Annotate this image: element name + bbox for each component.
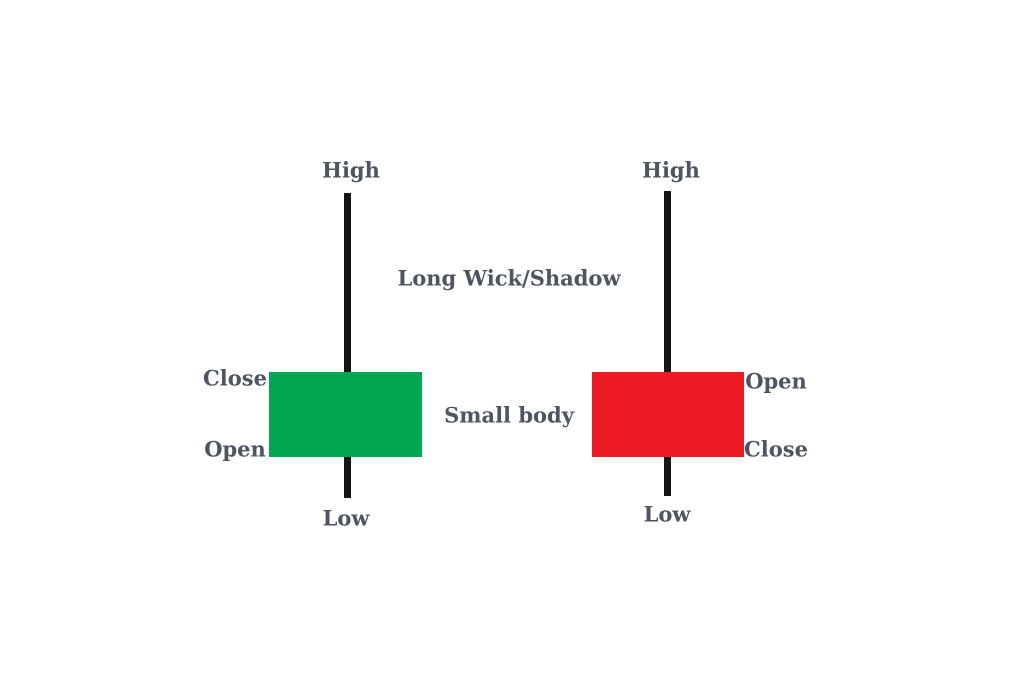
bullish-wick bbox=[344, 193, 351, 498]
bearish-low-label: Low bbox=[643, 501, 691, 527]
bearish-open-label: Open bbox=[745, 368, 807, 394]
long-wick-annotation: Long Wick/Shadow bbox=[397, 265, 621, 291]
bearish-wick bbox=[664, 191, 671, 496]
bullish-open-label: Open bbox=[204, 436, 266, 462]
bullish-body bbox=[269, 372, 422, 457]
small-body-annotation: Small body bbox=[444, 402, 574, 428]
bearish-high-label: High bbox=[642, 157, 700, 183]
bullish-high-label: High bbox=[322, 157, 380, 183]
bearish-close-label: Close bbox=[744, 436, 808, 462]
bearish-body bbox=[592, 372, 744, 457]
bullish-close-label: Close bbox=[203, 365, 267, 391]
bullish-low-label: Low bbox=[322, 505, 370, 531]
